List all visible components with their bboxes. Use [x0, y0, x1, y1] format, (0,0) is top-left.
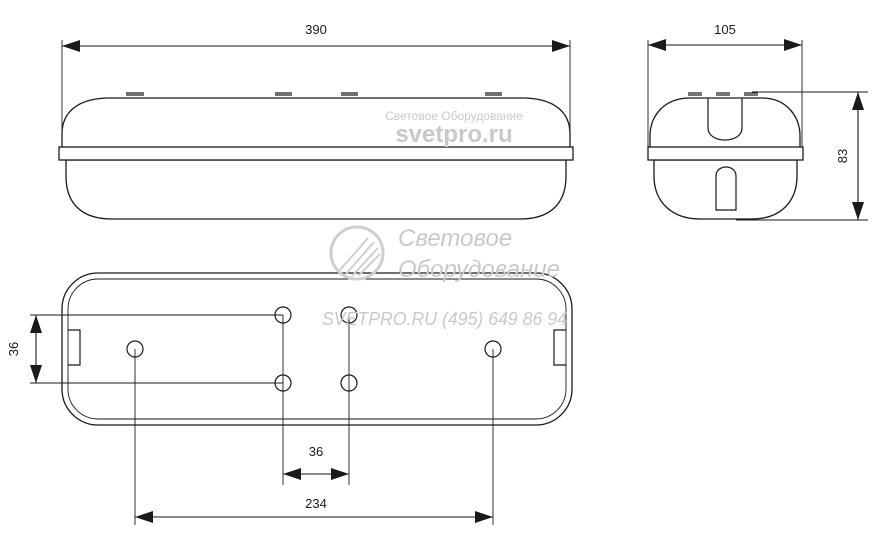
dimension-end-holes: 234 [135, 496, 493, 523]
arrow-left [135, 511, 153, 523]
watermark-logo-line2: Оборудование [398, 256, 560, 283]
dimension-label-mount-vertical: 36 [6, 342, 21, 356]
watermark-site-line1: Световое Оборудование [385, 109, 523, 123]
end-tab-right [553, 329, 566, 366]
side-top-clips [688, 92, 758, 96]
watermark-top: Световое Оборудование svetpro.ru [385, 109, 523, 148]
arrow-left [283, 468, 301, 480]
dimension-label-width: 105 [714, 22, 736, 37]
front-upper-housing [61, 97, 571, 149]
arrow-left [648, 39, 666, 51]
front-diffuser [65, 159, 567, 220]
base-outline-inner [67, 278, 567, 420]
svetpro-logo-icon [329, 225, 385, 281]
dimension-mount-horizontal: 36 [283, 444, 349, 480]
arrow-top [30, 315, 42, 333]
mounting-view [30, 272, 573, 525]
arrow-right [475, 511, 493, 523]
arrow-top [852, 92, 864, 110]
watermark-site-line2: svetpro.ru [395, 121, 512, 148]
front-rim-band [58, 146, 574, 161]
watermark-contact: SVETPRO.RU (495) 649 86 94 [322, 309, 567, 329]
arrow-right [784, 39, 802, 51]
dimension-label-end-holes: 234 [305, 496, 327, 511]
dimension-mount-vertical: 36 [6, 315, 42, 383]
side-upper-housing [649, 97, 801, 149]
dimension-height: 83 [835, 92, 864, 220]
arrow-bottom [852, 202, 864, 220]
arrow-bottom [30, 365, 42, 383]
front-view [58, 40, 574, 220]
watermark-logo-line1: Световое [398, 225, 512, 252]
watermark-logo: Световое Оборудование SVETPRO.RU (495) 6… [322, 225, 567, 329]
end-tab-left [68, 329, 81, 366]
dimension-width: 105 [648, 22, 802, 51]
side-rim-band [647, 146, 804, 161]
dimension-label-height: 83 [835, 149, 850, 163]
front-top-clips [126, 92, 502, 96]
arrow-right [552, 40, 570, 52]
arrow-left [62, 40, 80, 52]
side-diffuser [653, 159, 798, 220]
side-view [647, 40, 868, 221]
dimension-length: 390 [62, 22, 570, 52]
base-outline-outer [61, 272, 573, 426]
arrow-right [331, 468, 349, 480]
dimension-label-mount-horizontal: 36 [309, 444, 323, 459]
side-upper-slot [707, 98, 743, 141]
dimension-label-length: 390 [305, 22, 327, 37]
side-lower-slot [715, 166, 737, 211]
